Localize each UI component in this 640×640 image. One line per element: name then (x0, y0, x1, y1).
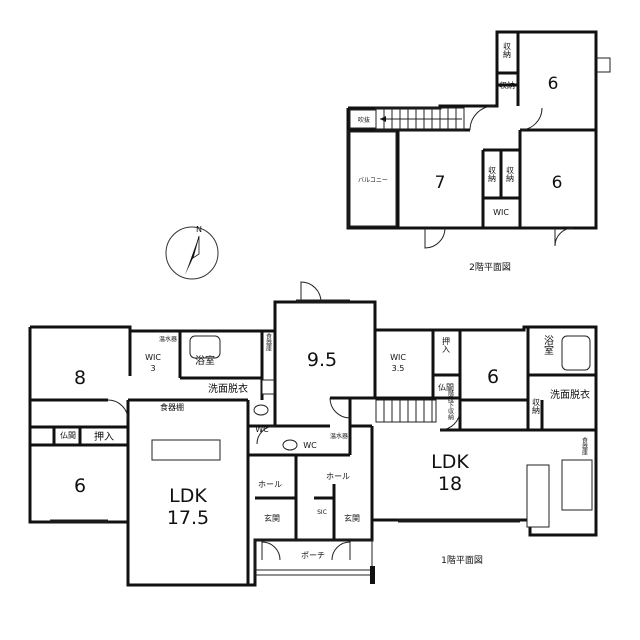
pantry-right: 食器庫 (581, 436, 588, 456)
pantry-small-left: 食器庫 (265, 332, 272, 352)
staircase-1f (375, 399, 437, 423)
water-heater-center: 温水器 (330, 432, 348, 440)
porch-label: ポーチ (301, 551, 325, 560)
toilet-left (253, 404, 269, 416)
room-9-5: 9.5 (307, 349, 337, 371)
room-6-right: 6 (487, 366, 499, 388)
toilet-center (282, 439, 298, 451)
staircase-2f (375, 107, 465, 131)
wc-center: WC (303, 441, 317, 450)
ldk-left-size: 17.5 (167, 507, 209, 529)
room-6-left: 6 (74, 475, 86, 497)
storage-2f-2: 収納 (499, 80, 515, 90)
hall-left: ホール (258, 480, 282, 489)
ldk-right-size: 18 (438, 473, 462, 495)
wic-right-size: 3.5 (392, 364, 405, 373)
water-heater-left: 温水器 (159, 335, 177, 343)
sink-washroom-left (261, 379, 275, 395)
washroom-left: 洗面脱衣 (208, 382, 248, 395)
first-floor-label: 1階平面図 (441, 555, 483, 566)
washroom-right: 洗面脱衣 (550, 388, 590, 401)
storage-2f-3: 収納 (488, 165, 497, 183)
kitchen-island-left (151, 439, 221, 461)
stairs-storage: 階段下収納 (447, 389, 454, 421)
storage-2f-1: 収納 (503, 41, 512, 59)
room-2f-center: 7 (435, 173, 446, 193)
storage-right: 収納 (532, 397, 541, 415)
second-floor-label: 2階平面図 (469, 262, 511, 273)
room-8: 8 (74, 367, 86, 389)
oshiire-right: 押入 (442, 336, 451, 353)
bath-left: 浴室 (195, 354, 215, 367)
entrance-left: 玄関 (264, 513, 280, 523)
wc-left: WC (255, 425, 269, 434)
hatch-2f: 吹抜 (358, 116, 370, 124)
wic-left: WIC (145, 353, 161, 362)
wic-2f: WIC (493, 208, 509, 217)
bathtub-right (561, 335, 591, 371)
porch (254, 539, 373, 571)
ldk-left: LDK (169, 485, 207, 507)
compass-north-label: N (196, 225, 202, 234)
sic-center: SIC (317, 509, 327, 516)
balcony-2f: バルコニー (358, 177, 388, 184)
room-2f-top-right: 6 (548, 74, 559, 94)
kitchen-counter-right (526, 464, 550, 528)
bath-right: 浴室 (542, 335, 554, 355)
oshiire-left: 押入 (94, 430, 114, 443)
compass: N (165, 225, 219, 280)
butsuma-right: 仏間 (438, 383, 454, 392)
storage-2f-4: 収納 (506, 165, 515, 183)
first-floor-plan: 8 WIC 3 温水器 浴室 食器庫 洗面脱衣 食器棚 仏間 押入 6 LDK … (28, 281, 598, 587)
entrance-center: 玄関 (344, 513, 360, 523)
ldk-right: LDK (431, 451, 469, 473)
hall-center: ホール (326, 472, 350, 481)
wic-right: WIC (390, 353, 406, 362)
cabinet-right (561, 459, 593, 511)
second-floor-plan: 6 7 6 収納 収納 収納 収納 WIC バルコニー 吹抜 2階平面図 (346, 30, 611, 273)
room-2f-right: 6 (552, 173, 563, 193)
dish-storage-left: 食器棚 (160, 402, 184, 412)
butsuma-left: 仏間 (60, 431, 76, 440)
bathtub-left (189, 335, 221, 359)
wic-left-size: 3 (150, 364, 155, 373)
